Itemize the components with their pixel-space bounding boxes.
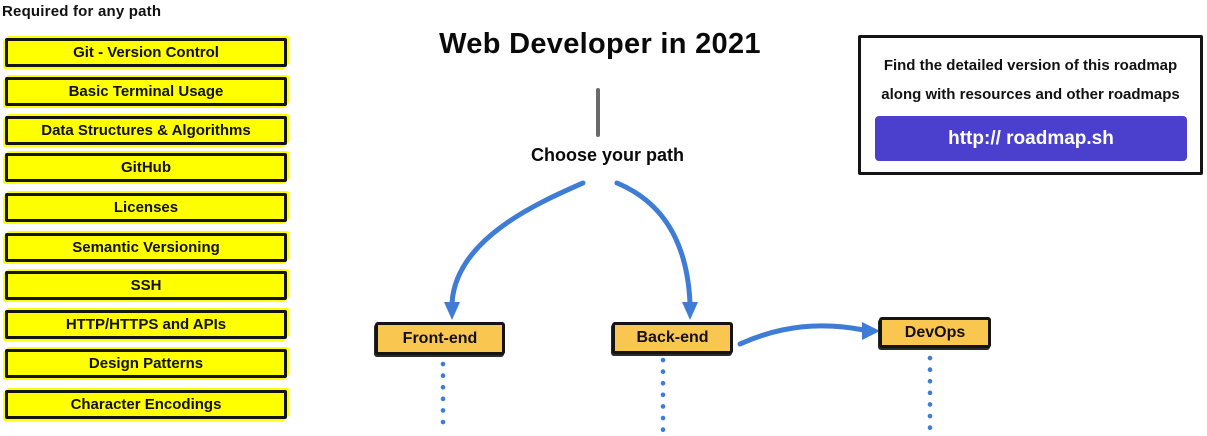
sidebar-item-character-encodings[interactable]: Character Encodings — [5, 390, 287, 419]
sidebar-item-terminal[interactable]: Basic Terminal Usage — [5, 77, 287, 106]
title-connector-line — [596, 88, 600, 137]
roadmap-url-button[interactable]: http:// roadmap.sh — [875, 116, 1187, 161]
choose-path-label: Choose your path — [530, 145, 684, 165]
sidebar-item-semver[interactable]: Semantic Versioning — [5, 233, 287, 262]
sidebar-item-git[interactable]: Git - Version Control — [5, 38, 287, 67]
sidebar-item-http-apis[interactable]: HTTP/HTTPS and APIs — [5, 310, 287, 339]
arrow-to-backend — [614, 180, 693, 306]
page-title: Web Developer in 2021 — [439, 28, 761, 60]
path-box-frontend[interactable]: Front-end — [375, 322, 505, 355]
sidebar-heading: Required for any path — [2, 3, 162, 20]
info-line-1: Find the detailed version of this roadma… — [883, 57, 1178, 74]
path-box-devops[interactable]: DevOps — [879, 317, 991, 348]
sidebar-item-github[interactable]: GitHub — [5, 153, 287, 182]
arrowhead-devops — [862, 322, 880, 340]
info-text: Find the detailed version of this roadma… — [861, 51, 1200, 109]
sidebar-item-data-structures[interactable]: Data Structures & Algorithms — [5, 116, 287, 145]
arrow-backend-to-devops — [737, 323, 867, 347]
info-line-2: along with resources and other roadmaps — [881, 86, 1180, 103]
path-box-backend[interactable]: Back-end — [612, 322, 733, 354]
sidebar-item-licenses[interactable]: Licenses — [5, 193, 287, 222]
info-box: Find the detailed version of this roadma… — [858, 35, 1203, 175]
sidebar-item-ssh[interactable]: SSH — [5, 271, 287, 300]
arrowhead-frontend — [444, 302, 460, 320]
sidebar-item-design-patterns[interactable]: Design Patterns — [5, 349, 287, 378]
arrow-to-frontend — [449, 180, 586, 306]
arrowhead-backend — [682, 302, 698, 320]
